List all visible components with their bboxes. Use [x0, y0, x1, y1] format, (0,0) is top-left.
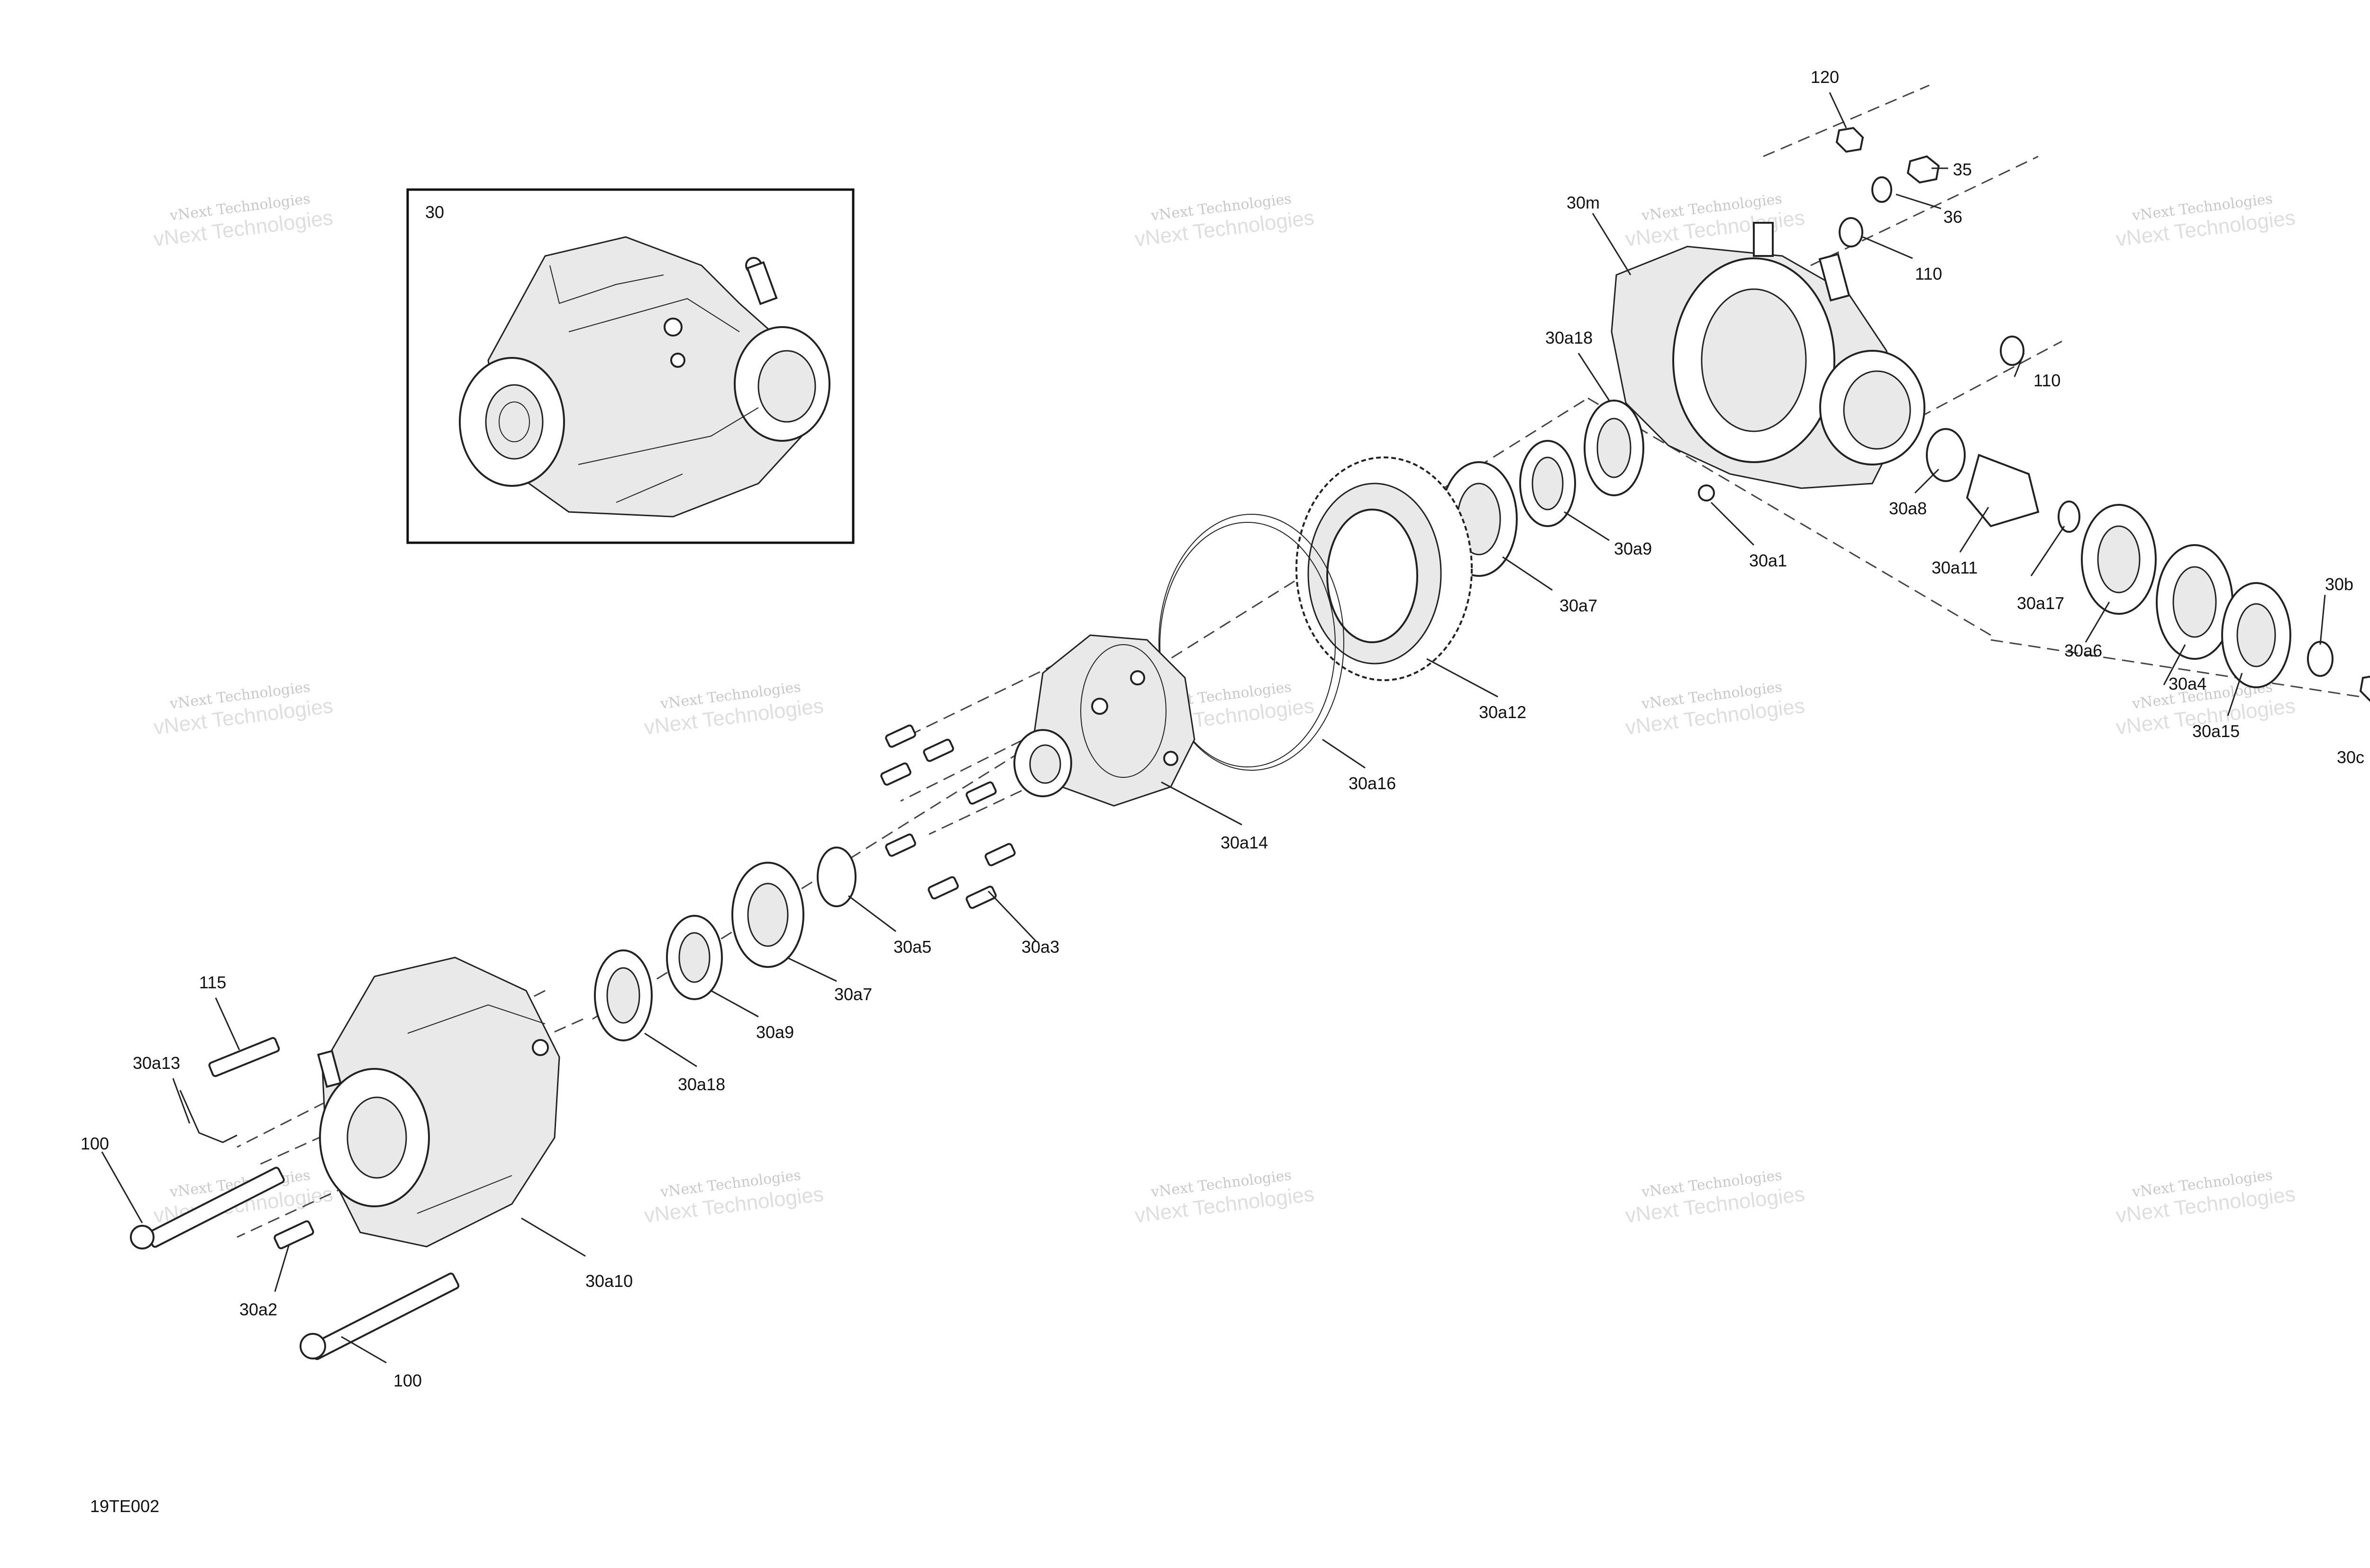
- label-100-bottom: 100: [393, 1371, 422, 1390]
- left-housing-drawing: [317, 957, 560, 1248]
- label-30a11: 30a11: [1932, 558, 1978, 577]
- left-bearings-drawing: [594, 847, 857, 1041]
- label-30a7-left: 30a7: [834, 985, 872, 1004]
- label-30a1: 30a1: [1749, 551, 1787, 570]
- label-30a5: 30a5: [893, 937, 931, 957]
- label-30a15: 30a15: [2192, 721, 2240, 741]
- label-30a8: 30a8: [1889, 499, 1927, 518]
- label-30a3: 30a3: [1021, 937, 1059, 957]
- assembly-inset: 30: [406, 188, 855, 544]
- label-30a9-left: 30a9: [756, 1022, 794, 1042]
- label-30m: 30m: [1567, 193, 1600, 212]
- label-30a17: 30a17: [2017, 593, 2064, 613]
- left-fasteners: [130, 1037, 460, 1360]
- inset-label: 30: [425, 202, 444, 222]
- label-30a12: 30a12: [1479, 702, 1526, 722]
- label-30a13: 30a13: [133, 1053, 180, 1073]
- right-bearings-drawing: [1440, 400, 2370, 702]
- label-30a6: 30a6: [2064, 641, 2102, 660]
- label-110-mid: 110: [2033, 371, 2060, 390]
- top-right-hardware: [1835, 127, 2024, 366]
- part-labels: 120 35 36 110 110 30m 30a18 30a9 30a7 30…: [81, 67, 2364, 1390]
- label-30a2: 30a2: [239, 1300, 277, 1319]
- label-110-top: 110: [1915, 264, 1942, 283]
- label-35: 35: [1953, 160, 1972, 179]
- label-30a4: 30a4: [2169, 674, 2206, 693]
- ring-gear-drawing: [1158, 456, 1473, 771]
- differential-case-drawing: [1013, 634, 1195, 807]
- label-120: 120: [1811, 67, 1839, 87]
- differential-bolts: [880, 724, 1016, 909]
- label-30a18-left: 30a18: [678, 1075, 725, 1094]
- right-housing-drawing: [1611, 222, 1925, 501]
- label-30a16: 30a16: [1349, 774, 1396, 793]
- leader-lines: [101, 92, 2326, 1364]
- label-30a7-right: 30a7: [1559, 596, 1597, 615]
- diagram-code: 19TE002: [90, 1496, 159, 1516]
- assembled-housing-drawing: [459, 236, 830, 518]
- label-36: 36: [1943, 207, 1962, 227]
- label-30a9-right: 30a9: [1614, 539, 1652, 558]
- label-100-left: 100: [81, 1134, 109, 1153]
- label-115: 115: [199, 973, 226, 992]
- label-30a14: 30a14: [1221, 833, 1268, 852]
- label-30c: 30c: [2337, 748, 2364, 767]
- label-30a18-right: 30a18: [1545, 328, 1593, 347]
- label-30b: 30b: [2325, 574, 2353, 594]
- label-30a10: 30a10: [585, 1271, 633, 1291]
